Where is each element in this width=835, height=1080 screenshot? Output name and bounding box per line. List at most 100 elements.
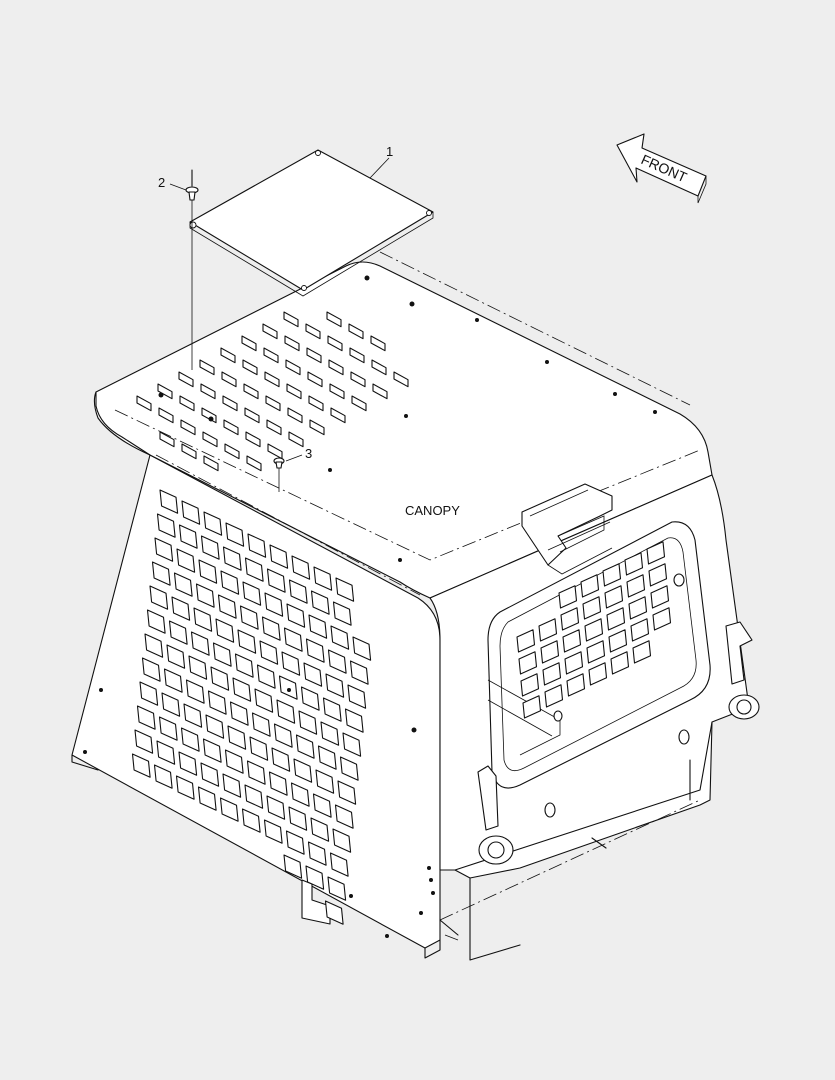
vent-slot — [168, 620, 188, 645]
vent-slot — [317, 745, 337, 770]
vent-slot — [178, 751, 198, 776]
vent-slot — [351, 395, 367, 412]
vent-slot — [604, 585, 624, 609]
vent-slot — [136, 395, 152, 412]
leader-lines — [169, 157, 390, 462]
screw-fastener — [273, 457, 285, 492]
vent-slot — [237, 629, 257, 654]
vent-slot — [582, 596, 602, 620]
vent-slot — [131, 753, 151, 778]
vent-slot — [256, 664, 276, 689]
vent-slot — [149, 585, 169, 610]
vent-slot — [646, 541, 666, 565]
vent-slot — [310, 817, 330, 842]
vent-slot — [183, 703, 203, 728]
vent-slot — [312, 793, 332, 818]
vent-slot — [626, 574, 646, 598]
vent-slot — [558, 585, 578, 609]
hinge-left — [477, 765, 514, 865]
vent-slot — [244, 557, 264, 582]
vent-slot — [266, 568, 286, 593]
vent-slot — [151, 561, 171, 586]
vent-slot — [588, 662, 608, 686]
vent-slot — [178, 371, 194, 388]
vent-slot — [349, 660, 369, 685]
vent-slot — [560, 607, 580, 631]
vent-slot — [298, 710, 318, 735]
vent-slot — [242, 359, 258, 376]
roof-vent-grille — [136, 311, 409, 472]
vent-slot — [350, 371, 366, 388]
vent-slot — [544, 684, 564, 708]
vent-slot — [181, 443, 197, 460]
vent-slot — [158, 407, 174, 424]
vent-slot — [263, 819, 283, 844]
vent-slot — [305, 865, 325, 890]
vent-slot — [332, 828, 352, 853]
vent-slot — [224, 443, 240, 460]
vent-slot — [146, 609, 166, 634]
vent-slot — [219, 797, 239, 822]
vent-slot — [175, 775, 195, 800]
vent-slot — [283, 311, 299, 328]
vent-slot — [200, 535, 220, 560]
vent-slot — [328, 359, 344, 376]
vent-slot — [518, 651, 538, 675]
vent-slot — [327, 876, 347, 901]
vent-slot — [156, 740, 176, 765]
vent-slot — [203, 511, 223, 536]
vent-slot — [522, 695, 542, 719]
vent-slot — [295, 734, 315, 759]
vent-slot — [200, 762, 220, 787]
cover-plate — [189, 149, 434, 297]
vent-slot — [303, 662, 323, 687]
vent-slot — [335, 577, 355, 602]
vent-slot — [173, 572, 193, 597]
vent-slot — [163, 668, 183, 693]
vent-slot — [628, 596, 648, 620]
vent-slot — [288, 806, 308, 831]
vent-slot — [564, 651, 584, 675]
vent-slot — [291, 555, 311, 580]
front-mesh-grille — [516, 541, 672, 719]
vent-slot — [286, 603, 306, 628]
vent-slot — [580, 574, 600, 598]
vent-slot — [227, 725, 247, 750]
vent-slot — [166, 644, 186, 669]
vent-slot — [229, 701, 249, 726]
vent-slot — [268, 771, 288, 796]
vent-slot — [650, 585, 670, 609]
vent-slot — [193, 607, 213, 632]
bottom-flange — [71, 754, 441, 959]
vent-slot — [610, 651, 630, 675]
vent-slot — [329, 383, 345, 400]
vent-slot — [285, 359, 301, 376]
vent-slot — [217, 594, 237, 619]
vent-slot — [310, 590, 330, 615]
centerlines — [114, 251, 701, 941]
vent-slot — [332, 601, 352, 626]
vent-slot — [263, 347, 279, 364]
vent-slot — [178, 524, 198, 549]
vent-slot — [276, 699, 296, 724]
vent-slot — [586, 640, 606, 664]
vent-slot — [179, 395, 195, 412]
vent-slot — [265, 395, 281, 412]
vent-slot — [156, 513, 176, 538]
vent-slot — [305, 638, 325, 663]
roof-front-edge — [95, 391, 151, 456]
vent-slot — [288, 431, 304, 448]
vent-slot — [371, 359, 387, 376]
vent-slot — [325, 673, 345, 698]
vent-slot — [259, 640, 279, 665]
vent-slot — [344, 708, 364, 733]
hinge-pins — [439, 837, 607, 936]
vent-slot — [203, 455, 219, 472]
front-bosses — [544, 573, 690, 818]
hinge-right — [725, 621, 760, 720]
vent-slot — [339, 756, 359, 781]
rear-crossbar — [487, 679, 561, 756]
vent-slot — [632, 640, 652, 664]
vent-slot — [290, 782, 310, 807]
